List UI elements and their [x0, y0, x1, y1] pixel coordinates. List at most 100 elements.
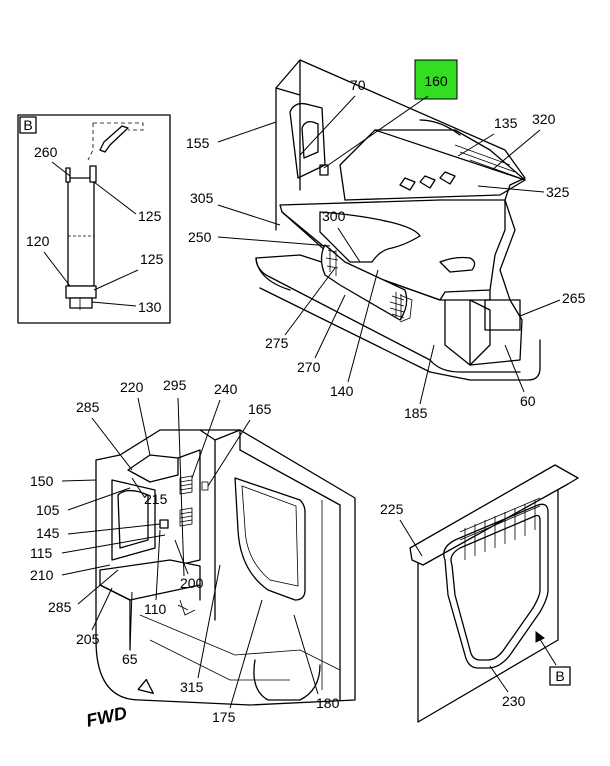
lower-floor-tub [253, 659, 321, 701]
lower-upper-cabinet [127, 454, 179, 483]
top-door-window [301, 120, 319, 159]
top-floor-outer [259, 287, 541, 381]
detail-b-top-clamp [65, 165, 97, 183]
leader-220 [137, 397, 151, 456]
callout-b-125a: 125 [138, 208, 162, 224]
callout-150: 150 [30, 473, 54, 489]
callout-70: 70 [350, 77, 366, 93]
leader-315 [197, 564, 221, 679]
lower-vent-slats [179, 479, 193, 523]
top-counter-notch [439, 256, 476, 273]
leader-250 [217, 236, 331, 247]
callout-140: 140 [330, 383, 354, 399]
detail-b-tube [67, 177, 95, 287]
callout-160: 160 [424, 73, 448, 89]
leader-115 [61, 534, 166, 554]
detail-b-tag [19, 116, 37, 134]
lower-counter-legs [99, 584, 201, 651]
lower-left-panel [111, 479, 156, 561]
top-cylinder [320, 244, 408, 321]
leader-240 [191, 399, 221, 479]
callout-265: 265 [562, 290, 586, 306]
view-b-tag-label: B [555, 668, 564, 684]
leader-60 [504, 344, 525, 393]
top-door-panel [289, 102, 326, 179]
callout-295: 295 [163, 377, 187, 393]
detail-b-frame [17, 114, 171, 324]
callout-240: 240 [214, 381, 238, 397]
leader-230 [489, 665, 509, 693]
leader-285a [91, 417, 133, 471]
top-back-wall [275, 59, 526, 366]
leader-285b [77, 569, 119, 605]
leader-165 [207, 419, 251, 487]
leader-305 [217, 204, 281, 226]
callout-285a: 285 [76, 399, 100, 415]
panel-frame-outer [443, 503, 549, 669]
leader-185 [419, 344, 435, 405]
panel-grille-slats [464, 500, 536, 560]
fwd-arrow-icon [137, 678, 154, 695]
leader-160 [323, 95, 429, 169]
detail-b-bottom-clamp [65, 285, 97, 299]
callout-65: 65 [122, 651, 138, 667]
callout-b-120: 120 [26, 233, 50, 249]
callout-200: 200 [180, 575, 204, 591]
top-upper-shelf [339, 129, 526, 201]
leader-140 [347, 269, 379, 383]
top-seat-cushion [319, 211, 421, 263]
lower-vents [179, 475, 193, 527]
callout-305: 305 [190, 190, 214, 206]
callout-250: 250 [188, 229, 212, 245]
callout-185: 185 [404, 405, 428, 421]
leader-b-130 [91, 301, 137, 307]
leader-65 [129, 591, 133, 651]
callout-145: 145 [36, 525, 60, 541]
callout-325: 325 [546, 184, 570, 200]
leader-b-120 [43, 251, 71, 287]
leader-295 [177, 397, 185, 577]
callout-225: 225 [380, 501, 404, 517]
top-grille [389, 292, 405, 320]
top-shelf-fixtures [399, 171, 456, 191]
leader-b-125b [93, 269, 139, 291]
callout-60: 60 [520, 393, 536, 409]
top-switch [319, 164, 329, 176]
callout-320: 320 [532, 111, 556, 127]
top-bin-side [469, 299, 491, 366]
leader-155 [217, 121, 277, 143]
view-b-arrowhead-icon [535, 631, 545, 643]
callout-220: 220 [120, 379, 144, 395]
top-assembly-view: 160 70 155 135 320 325 305 300 250 265 2… [186, 59, 586, 421]
callout-315: 315 [180, 679, 204, 695]
panel-frame-inner [450, 514, 541, 661]
lower-center-post [199, 429, 241, 621]
detail-b-base [69, 297, 93, 309]
lower-cabinet-side [177, 449, 201, 566]
detail-b-connector [99, 125, 129, 153]
callout-285b: 285 [48, 599, 72, 615]
leader-b-260 [51, 161, 71, 177]
leader-300 [337, 227, 361, 263]
callout-105: 105 [36, 502, 60, 518]
panel-grille-rails [459, 497, 541, 541]
top-shelf-slats [454, 144, 521, 179]
lower-door-window [234, 477, 306, 601]
detail-b-wire [87, 122, 144, 161]
callout-175: 175 [212, 709, 236, 725]
top-front-panel [444, 299, 471, 366]
detail-b-tag-label: B [23, 117, 32, 133]
callout-110: 110 [144, 601, 167, 617]
lower-floor-bracket [177, 599, 196, 616]
callout-270: 270 [297, 359, 321, 375]
callout-210: 210 [30, 567, 54, 583]
callout-215: 215 [144, 491, 168, 507]
detail-b-inset: B 260 125 120 125 130 [17, 114, 171, 324]
leader-325 [477, 185, 545, 193]
lower-right-wall [239, 429, 341, 701]
callout-b-130: 130 [138, 299, 162, 315]
callout-155: 155 [186, 135, 210, 151]
top-shelf-back [374, 129, 526, 181]
